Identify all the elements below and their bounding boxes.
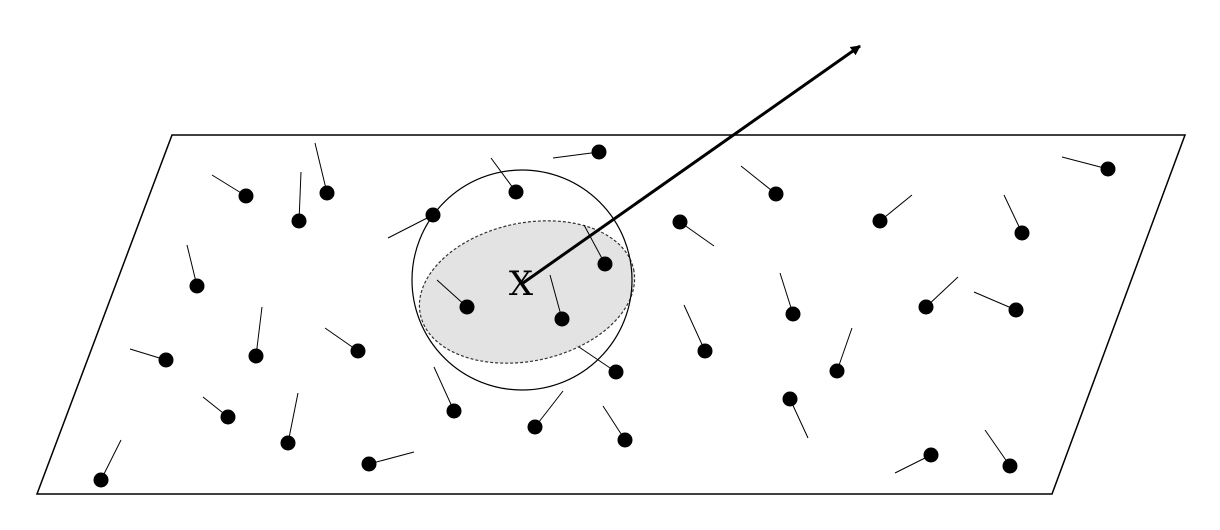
- point-stick: [368, 451, 415, 465]
- point-dot: [872, 213, 888, 229]
- point-dot: [248, 348, 264, 364]
- point-stick: [575, 344, 617, 373]
- point-dot: [591, 144, 607, 160]
- point-dot: [785, 306, 801, 322]
- point-stick: [1061, 156, 1109, 170]
- point-dot: [350, 343, 366, 359]
- point-stick: [287, 392, 299, 444]
- point-stick: [534, 390, 564, 428]
- point-stick: [683, 304, 706, 352]
- point-dot: [238, 188, 254, 204]
- point-dot: [527, 419, 543, 435]
- point-dot: [597, 256, 613, 272]
- point-dot: [291, 213, 307, 229]
- point-stick: [387, 214, 434, 239]
- point-dot: [319, 185, 335, 201]
- shaded-ellipse-region: [418, 220, 636, 364]
- point-dot: [918, 299, 934, 315]
- point-dot: [617, 432, 633, 448]
- neighborhood-circle: [411, 169, 633, 391]
- point-dot: [697, 343, 713, 359]
- point-dot: [446, 403, 462, 419]
- point-dot: [1008, 302, 1024, 318]
- points-group: [93, 142, 1116, 488]
- point-stick: [549, 274, 563, 320]
- center-label: X: [509, 264, 534, 304]
- point-dot: [768, 186, 784, 202]
- point-stick: [255, 306, 263, 357]
- point-stick: [552, 151, 600, 159]
- point-dot: [93, 472, 109, 488]
- direction-arrow: [522, 44, 861, 285]
- point-dot: [189, 278, 205, 294]
- plane: [35, 134, 1187, 495]
- point-dot: [829, 363, 845, 379]
- point-dot: [923, 447, 939, 463]
- point-dot: [672, 214, 688, 230]
- point-dot: [1002, 458, 1018, 474]
- point-stick: [973, 291, 1017, 311]
- point-dot: [782, 391, 798, 407]
- point-dot: [1100, 161, 1116, 177]
- point-dot: [1014, 225, 1030, 241]
- point-dot: [361, 456, 377, 472]
- point-stick: [298, 171, 302, 222]
- point-dot: [459, 299, 475, 315]
- point-stick: [433, 366, 455, 412]
- point-dot: [554, 311, 570, 327]
- point-dot: [280, 435, 296, 451]
- point-stick: [314, 142, 328, 194]
- point-dot: [508, 184, 524, 200]
- point-dot: [608, 364, 624, 380]
- inner-points-group: [436, 224, 613, 327]
- point-dot: [158, 352, 174, 368]
- point-dot: [220, 409, 236, 425]
- point-stick: [836, 327, 853, 372]
